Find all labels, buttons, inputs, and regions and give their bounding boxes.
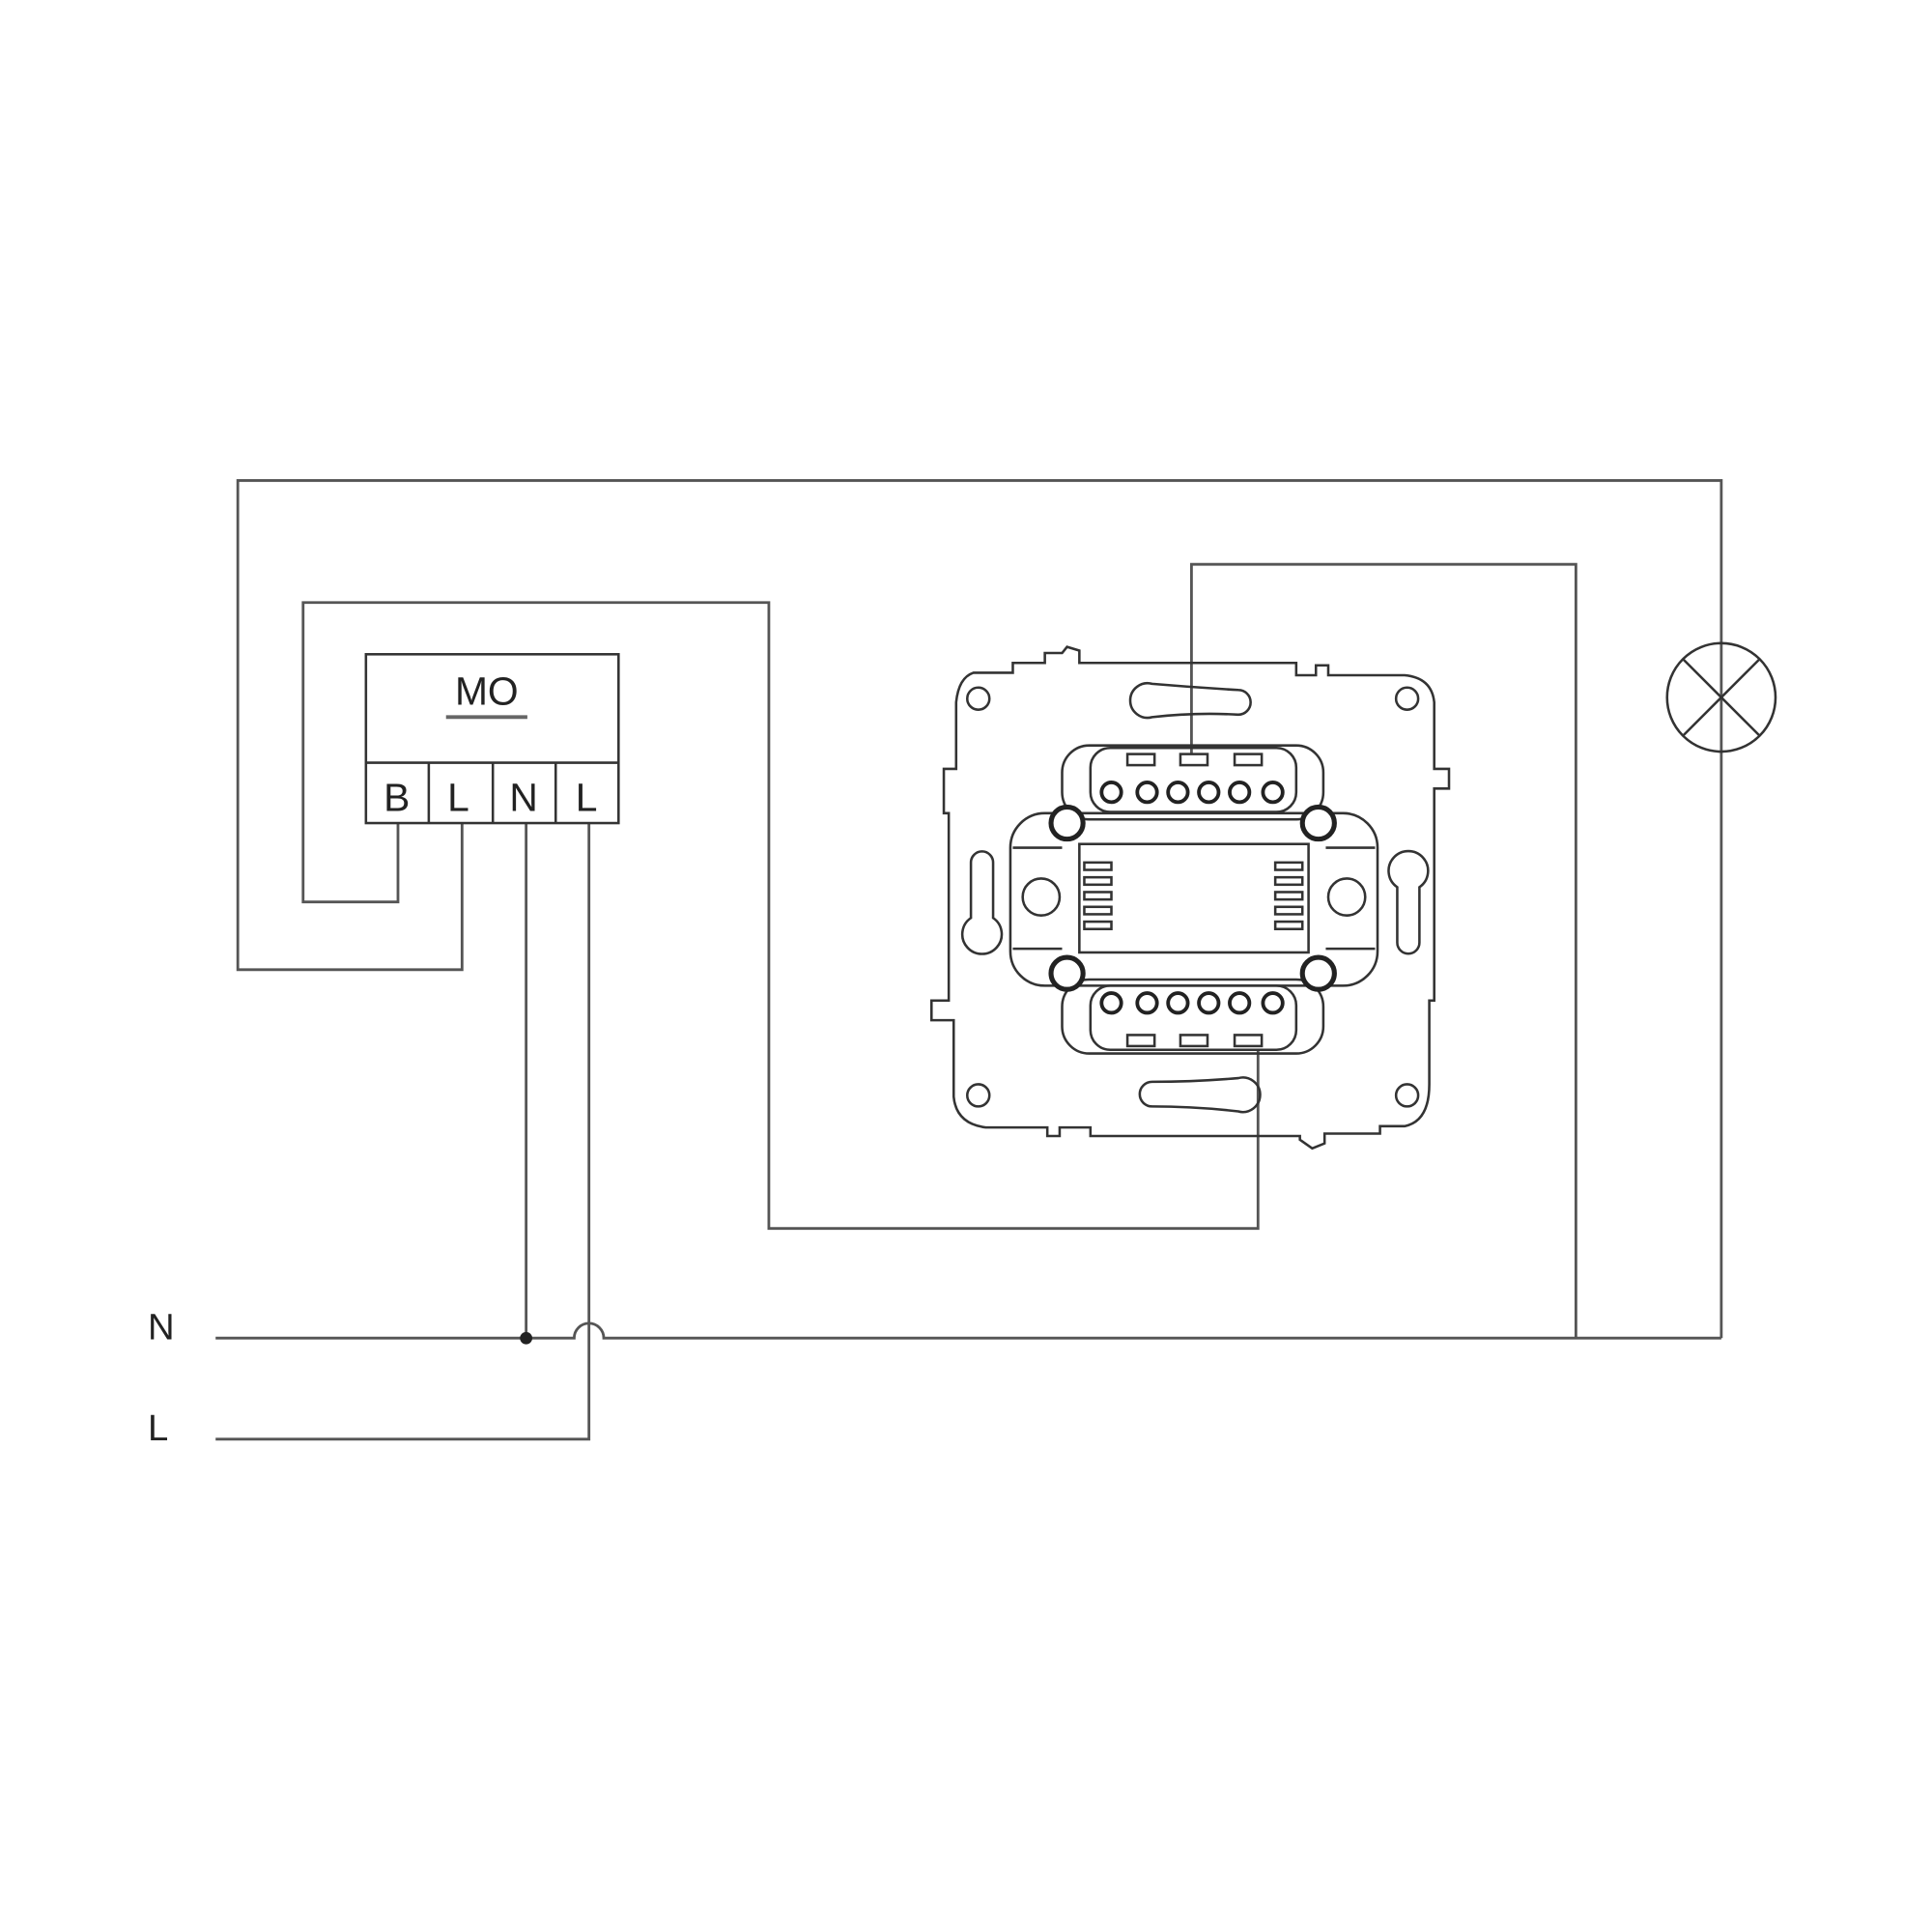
switch-mechanism-icon (930, 645, 1451, 1151)
neutral-label: N (148, 1306, 175, 1348)
line-feed (215, 823, 591, 1441)
wire-module-L-to-lamp (236, 479, 1723, 1339)
terminal-L-in: L (576, 775, 598, 819)
wire-module-B-to-switch (301, 601, 1260, 1231)
lamp-icon (1665, 641, 1777, 753)
module-title: MO (455, 669, 519, 714)
wire-switch-to-neutral (1190, 562, 1577, 1339)
mo-module: MO B L N L (364, 653, 620, 825)
junction-dot (520, 1331, 533, 1345)
line-label: L (148, 1407, 168, 1449)
neutral-bus (215, 1321, 1721, 1340)
terminal-B: B (384, 775, 410, 819)
terminal-L-out: L (447, 775, 469, 819)
terminal-N: N (509, 775, 537, 819)
